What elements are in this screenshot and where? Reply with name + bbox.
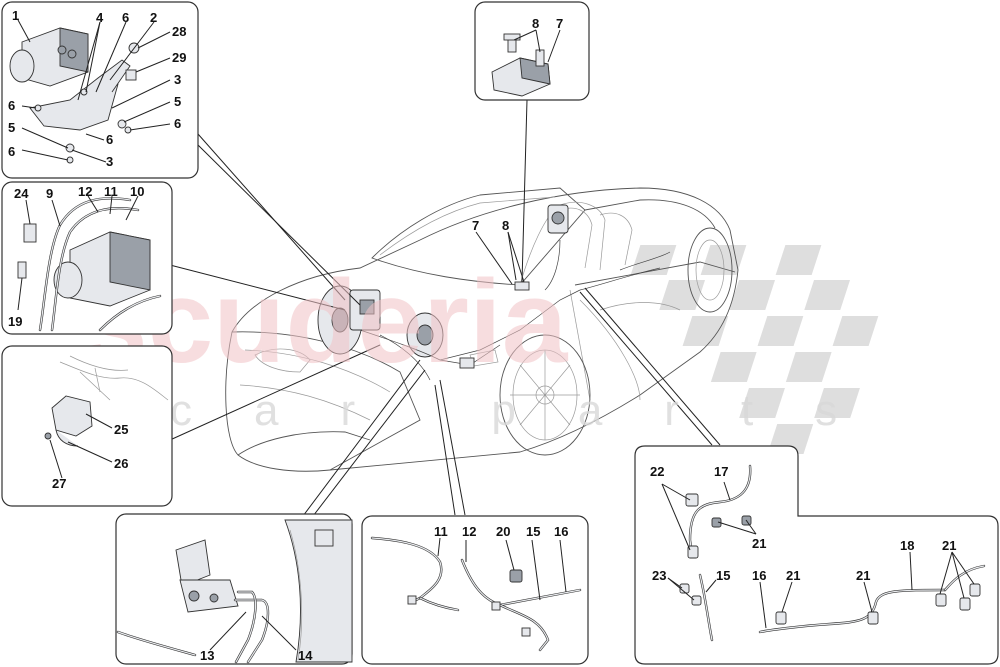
watermark-subtext: car parts bbox=[170, 386, 899, 435]
callout-label: 5 bbox=[8, 120, 15, 135]
callout-label: 22 bbox=[650, 464, 664, 479]
callout-label: 16 bbox=[752, 568, 766, 583]
callout-label: 11 bbox=[104, 184, 118, 199]
callout-label: 4 bbox=[96, 10, 104, 25]
callout-label: 12 bbox=[78, 184, 92, 199]
callout-label: 20 bbox=[496, 524, 510, 539]
leader-lines bbox=[169, 99, 721, 521]
callout-label: 6 bbox=[122, 10, 129, 25]
callout-label: 16 bbox=[554, 524, 568, 539]
callout-label: 21 bbox=[752, 536, 766, 551]
callout-label: 17 bbox=[714, 464, 728, 479]
callout-label: 3 bbox=[174, 72, 181, 87]
callout-label: 10 bbox=[130, 184, 144, 199]
callout-label: 2 bbox=[150, 10, 157, 25]
panel-sensor: 8 7 bbox=[474, 1, 590, 101]
callout-label: 19 bbox=[8, 314, 22, 329]
callout-label: 6 bbox=[106, 132, 113, 147]
callout-label: 15 bbox=[716, 568, 730, 583]
callout-label: 18 bbox=[900, 538, 914, 553]
callout-label: 28 bbox=[172, 24, 186, 39]
callout-label: 14 bbox=[298, 648, 313, 663]
panel-front-pipes: 11 12 20 15 16 bbox=[361, 515, 589, 665]
panel-bracket: 25 26 27 bbox=[1, 345, 173, 507]
callout-label: 6 bbox=[174, 116, 181, 131]
callout-label: 8 bbox=[502, 218, 509, 233]
callout-label: 27 bbox=[52, 476, 66, 491]
callout-label: 21 bbox=[856, 568, 870, 583]
panel-servo: 13 14 bbox=[115, 513, 353, 665]
callout-label: 1 bbox=[12, 8, 19, 23]
car-callouts: 7 8 bbox=[472, 218, 525, 285]
callout-label: 11 bbox=[434, 524, 448, 539]
callout-label: 29 bbox=[172, 50, 186, 65]
callout-label: 8 bbox=[532, 16, 539, 31]
panel-rear-pipes: 22 17 21 23 15 16 21 21 18 21 bbox=[634, 445, 999, 665]
callout-label: 21 bbox=[942, 538, 956, 553]
callout-label: 26 bbox=[114, 456, 128, 471]
callout-label: 25 bbox=[114, 422, 128, 437]
car-outline bbox=[225, 187, 739, 472]
callout-label: 3 bbox=[106, 154, 113, 169]
callout-label: 7 bbox=[472, 218, 479, 233]
callout-label: 13 bbox=[200, 648, 214, 663]
panel-abs-pipes: 24 9 12 11 10 19 bbox=[1, 181, 173, 335]
callout-label: 6 bbox=[8, 98, 15, 113]
callout-label: 21 bbox=[786, 568, 800, 583]
panel-abs-unit: 1 4 6 2 28 29 3 5 6 6 5 6 6 3 bbox=[1, 1, 199, 179]
callout-label: 12 bbox=[462, 524, 476, 539]
callout-label: 23 bbox=[652, 568, 666, 583]
callout-label: 24 bbox=[14, 186, 29, 201]
callout-label: 6 bbox=[8, 144, 15, 159]
callout-label: 5 bbox=[174, 94, 181, 109]
callout-label: 15 bbox=[526, 524, 540, 539]
callout-label: 9 bbox=[46, 186, 53, 201]
car-brake-components bbox=[317, 204, 671, 381]
callout-label: 7 bbox=[556, 16, 563, 31]
